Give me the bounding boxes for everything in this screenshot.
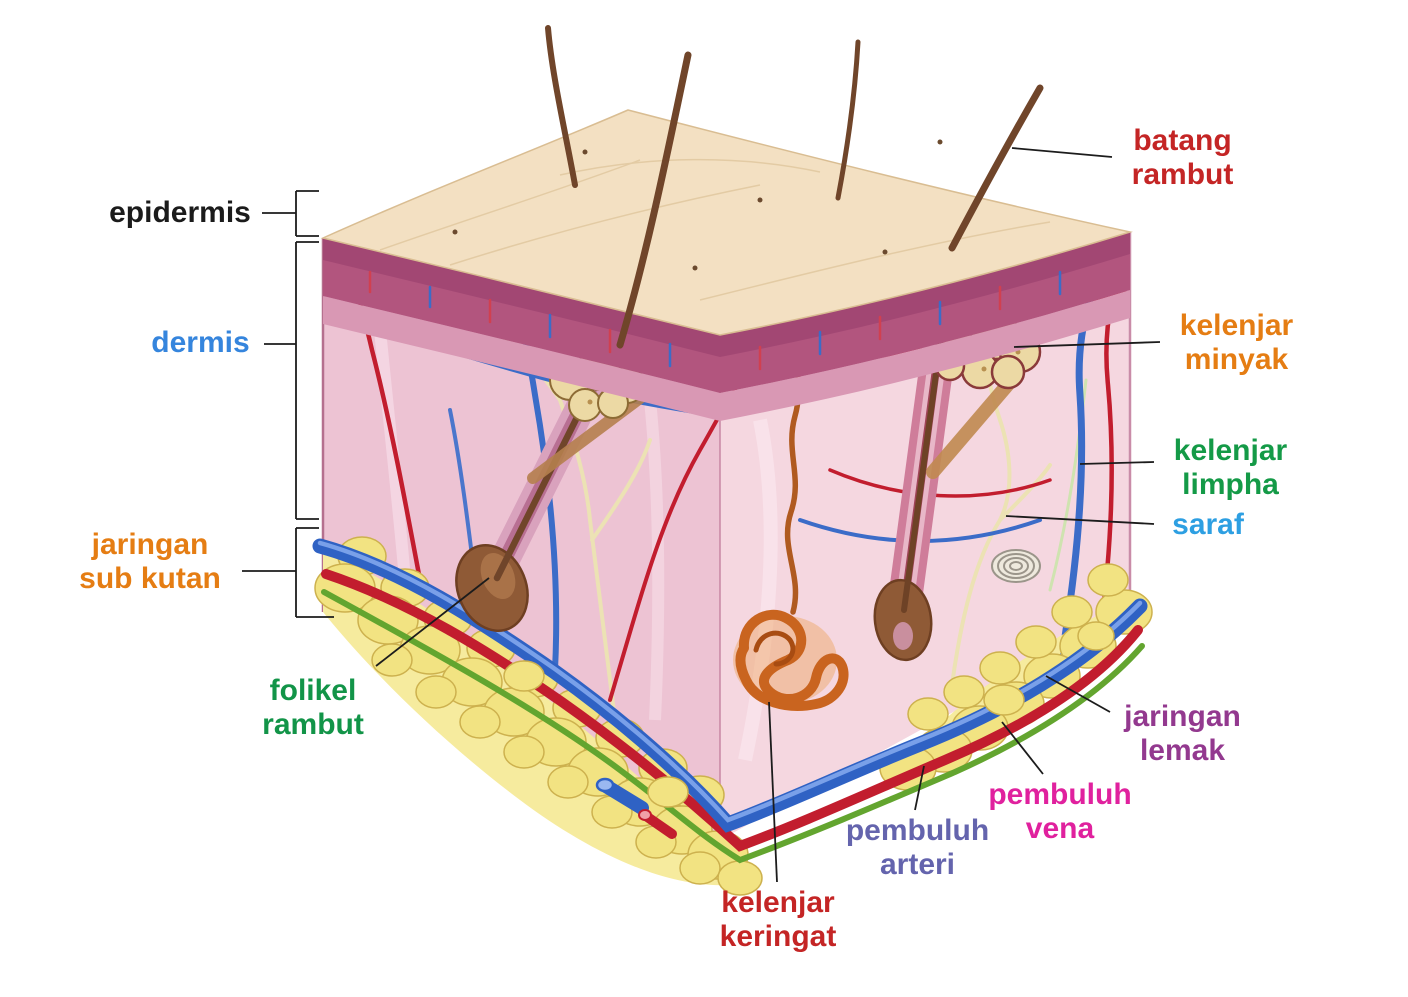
label-epidermis: epidermis <box>109 196 251 229</box>
lymph-vessel <box>321 589 1145 864</box>
fat-over-vessels <box>503 621 1115 808</box>
annotation-lines <box>242 147 1161 883</box>
dermis-bracket <box>264 241 319 520</box>
epidermis-bracket <box>262 190 319 237</box>
sweat-gland <box>733 609 849 711</box>
label-jaringan-lemak: jaringan lemak <box>1124 700 1241 767</box>
label-pembuluh-arteri: pembuluh arteri <box>845 814 990 881</box>
leader-kelenjar-keringat <box>768 701 778 883</box>
label-folikel-rambut: folikel rambut <box>262 674 364 741</box>
top-skin-surface <box>320 109 1133 336</box>
label-jaringan-sub-kutan: jaringan sub kutan <box>79 528 221 595</box>
leader-kelenjar-limpha <box>1079 461 1155 465</box>
label-kelenjar-minyak: kelenjar minyak <box>1179 309 1294 376</box>
leader-pembuluh-vena <box>1001 721 1044 775</box>
label-kelenjar-keringat: kelenjar keringat <box>719 886 837 953</box>
label-batang-rambut: batang rambut <box>1131 124 1234 191</box>
hair-shafts <box>545 25 1044 349</box>
label-dermis: dermis <box>151 326 250 359</box>
label-kelenjar-limpha: kelenjar limpha <box>1173 434 1288 501</box>
artery-main <box>321 569 1143 852</box>
pacinian-corpuscle-icon <box>991 549 1041 583</box>
leader-saraf <box>1005 515 1155 525</box>
epidermis-layer <box>323 232 1130 421</box>
sub-kutan-bracket <box>242 527 334 618</box>
leader-batang-rambut <box>1011 147 1113 158</box>
label-pembuluh-vena: pembuluh vena <box>988 778 1132 845</box>
leader-folikel-rambut <box>375 577 490 667</box>
label-saraf: saraf <box>1172 508 1244 541</box>
leader-pembuluh-arteri <box>914 765 925 811</box>
capillary-loops <box>368 270 1062 371</box>
leader-jaringan-lemak <box>1045 675 1111 713</box>
leader-kelenjar-minyak <box>1013 341 1161 348</box>
cut-vessel-ends <box>595 777 677 839</box>
